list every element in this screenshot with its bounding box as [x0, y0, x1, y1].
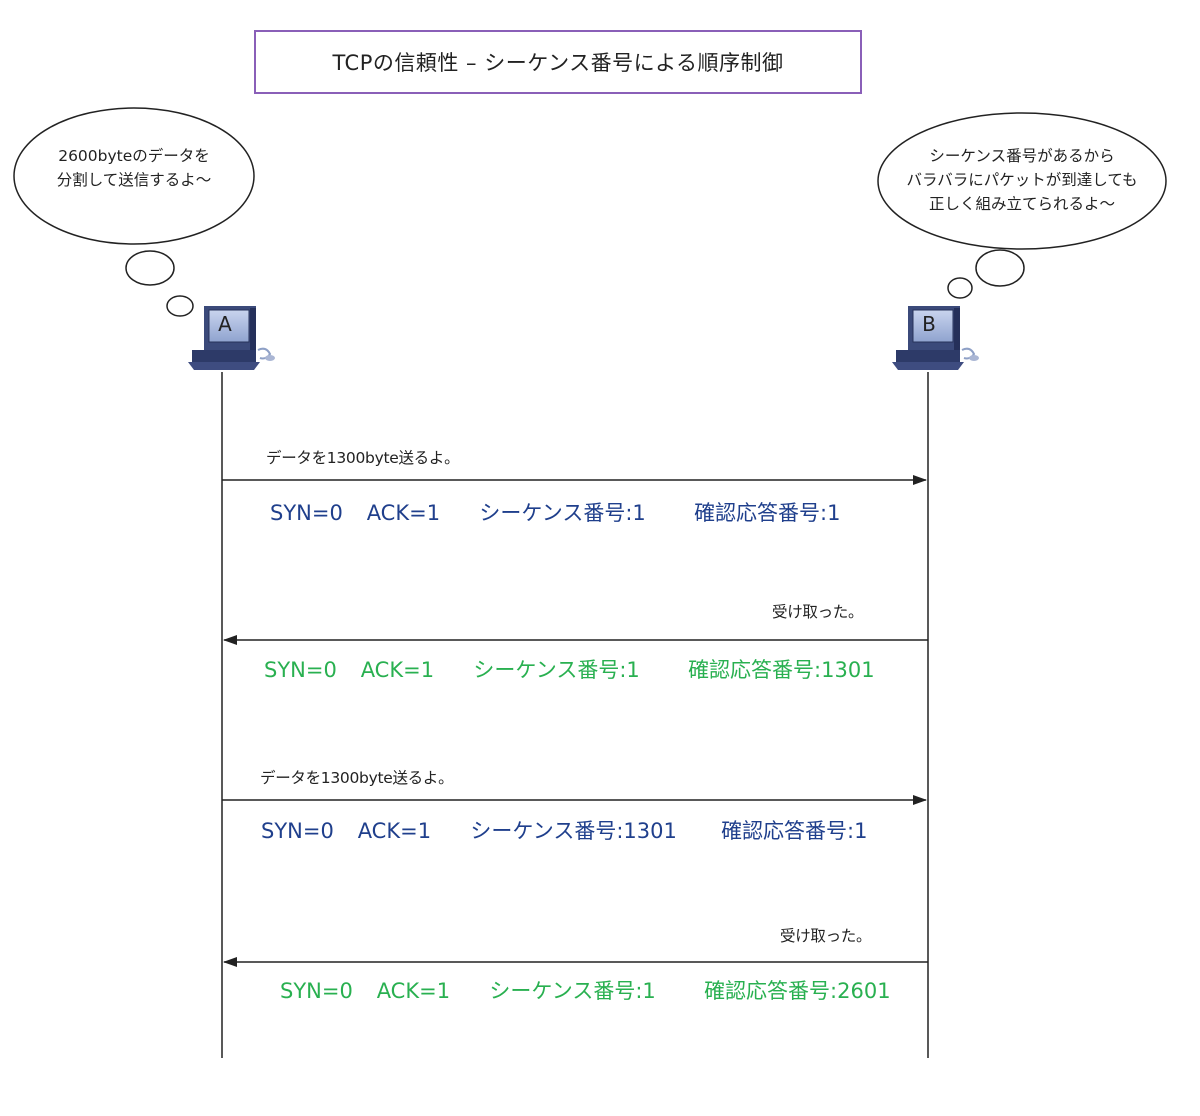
bubble-a-line: 分割して送信するよ～ — [56, 171, 212, 189]
page-title: TCPの信頼性 – シーケンス番号による順序制御 — [254, 30, 862, 94]
syn-flag: SYN=0 — [264, 658, 337, 682]
syn-flag: SYN=0 — [280, 979, 353, 1003]
message-label-4: 受け取った。 — [780, 927, 872, 945]
sequence-number: シーケンス番号:1 — [473, 658, 640, 682]
thought-bubble-a — [13, 107, 255, 317]
host-label-b: B — [922, 312, 936, 336]
thought-bubble-b — [877, 112, 1167, 299]
computer-icon — [892, 306, 979, 370]
ack-flag: ACK=1 — [357, 819, 432, 843]
ack-number: 確認応答番号:1 — [721, 819, 868, 843]
packet-info-2: SYN=0 ACK=1 シーケンス番号:1 確認応答番号:1301 — [264, 654, 875, 684]
ack-number: 確認応答番号:1301 — [688, 658, 875, 682]
ack-number: 確認応答番号:2601 — [704, 979, 891, 1003]
bubble-a-line: 2600byteのデータを — [58, 147, 210, 165]
ack-flag: ACK=1 — [360, 658, 435, 682]
packet-info-3: SYN=0 ACK=1 シーケンス番号:1301 確認応答番号:1 — [261, 815, 868, 845]
syn-flag: SYN=0 — [261, 819, 334, 843]
syn-flag: SYN=0 — [270, 501, 343, 525]
packet-info-4: SYN=0 ACK=1 シーケンス番号:1 確認応答番号:2601 — [280, 975, 891, 1005]
sequence-number: シーケンス番号:1301 — [470, 819, 677, 843]
packet-info-1: SYN=0 ACK=1 シーケンス番号:1 確認応答番号:1 — [270, 497, 841, 527]
computer-icon — [188, 306, 275, 370]
ack-flag: ACK=1 — [376, 979, 451, 1003]
ack-number: 確認応答番号:1 — [694, 501, 841, 525]
bubble-text-b: シーケンス番号があるから バラバラにパケットが到達しても 正しく組み立てられるよ… — [880, 144, 1164, 216]
host-label-a: A — [218, 312, 232, 336]
bubble-b-line: バラバラにパケットが到達しても — [906, 171, 1138, 189]
page-title-text: TCPの信頼性 – シーケンス番号による順序制御 — [332, 51, 784, 75]
sequence-number: シーケンス番号:1 — [479, 501, 646, 525]
ack-flag: ACK=1 — [366, 501, 441, 525]
message-label-1: データを1300byte送るよ。 — [266, 449, 460, 467]
message-label-2: 受け取った。 — [772, 603, 864, 621]
message-label-3: データを1300byte送るよ。 — [260, 769, 454, 787]
sequence-number: シーケンス番号:1 — [489, 979, 656, 1003]
bubble-b-line: シーケンス番号があるから — [929, 147, 1115, 165]
bubble-text-a: 2600byteのデータを 分割して送信するよ～ — [24, 144, 244, 192]
bubble-b-line: 正しく組み立てられるよ～ — [928, 195, 1115, 213]
